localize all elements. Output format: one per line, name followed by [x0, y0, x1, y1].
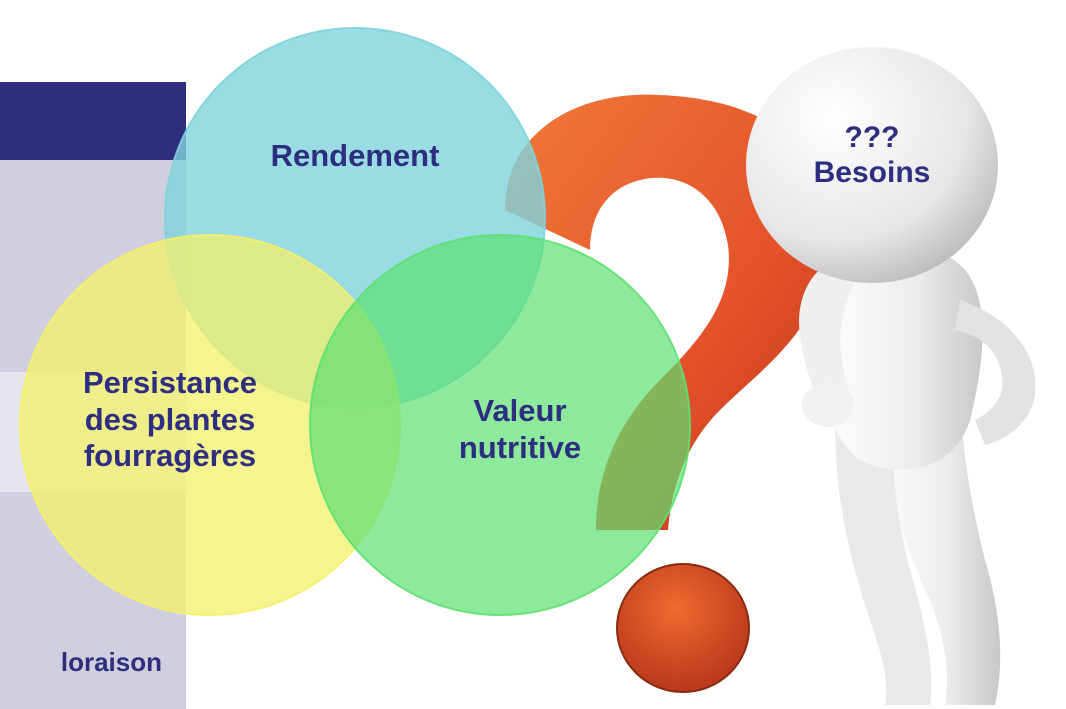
circle-valeur-nutritive	[309, 234, 691, 616]
venn-diagram	[19, 27, 691, 616]
panel-partial-text: loraison	[60, 647, 162, 677]
label-besoins: ??? Besoins	[813, 121, 931, 190]
label-persistance: Persistance des plantes fourragères	[82, 365, 258, 474]
label-valeur-nutritive: Valeur nutritive	[458, 393, 582, 465]
header-bar	[0, 82, 186, 160]
thinking-figure-icon	[746, 47, 1036, 705]
question-mark-icon	[505, 94, 832, 693]
label-rendement: Rendement	[270, 138, 440, 173]
